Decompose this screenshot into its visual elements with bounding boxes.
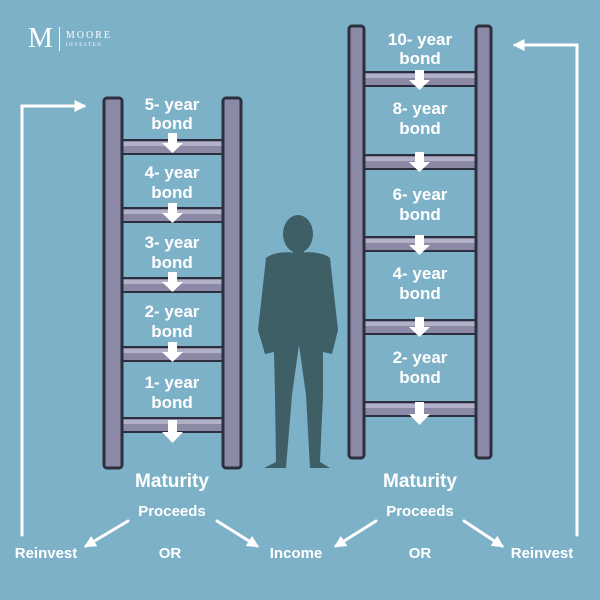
left-reinvest-loop-arrow	[20, 100, 87, 537]
right-ladder: 10- year bond 8- year bond 6- year bond …	[347, 24, 493, 460]
person-silhouette	[258, 215, 338, 468]
arrow-to-right-reinvest	[462, 519, 505, 548]
bond-label: 4- year	[145, 163, 200, 182]
logo-sub: INVESTED	[65, 42, 103, 48]
down-arrow-icon	[162, 203, 183, 223]
bond-label: 10- year	[388, 30, 453, 49]
down-arrow-icon	[409, 235, 430, 255]
bond-label: bond	[399, 368, 441, 387]
logo-text: MOORE INVESTED	[65, 29, 113, 48]
bond-label: 8- year	[393, 99, 448, 118]
left-income-label: Income	[270, 545, 323, 562]
bond-label: bond	[151, 393, 193, 412]
bond-label: bond	[399, 49, 441, 68]
bond-label: bond	[151, 183, 193, 202]
arrow-to-left-reinvest	[83, 519, 130, 548]
bond-label: 4- year	[393, 264, 448, 283]
ladder-rail-left	[347, 24, 366, 460]
bond-label: bond	[151, 253, 193, 272]
down-arrow-icon	[162, 133, 183, 153]
right-ladder-arrows	[409, 70, 430, 425]
right-reinvest-loop-arrow	[512, 39, 579, 537]
logo-divider	[58, 27, 60, 51]
left-or-label: OR	[159, 545, 182, 562]
ladder-rail-right	[221, 96, 243, 470]
bond-label: bond	[399, 284, 441, 303]
right-proceeds-label: Proceeds	[386, 503, 454, 520]
logo-mark: M	[28, 23, 53, 54]
ladder-rail-right	[474, 24, 493, 460]
down-arrow-icon	[409, 152, 430, 172]
down-arrow-icon	[409, 70, 430, 90]
left-reinvest-label: Reinvest	[15, 545, 78, 562]
down-arrow-icon	[162, 420, 183, 443]
down-arrow-icon	[409, 317, 430, 337]
logo-word: MOORE	[65, 29, 113, 41]
left-maturity-label: Maturity	[135, 471, 209, 492]
right-or-label: OR	[409, 545, 432, 562]
down-arrow-icon	[162, 272, 183, 292]
down-arrow-icon	[162, 342, 183, 362]
down-arrow-icon	[409, 402, 430, 425]
bond-label: bond	[399, 205, 441, 224]
bond-label: 1- year	[145, 373, 200, 392]
right-maturity-label: Maturity	[383, 471, 457, 492]
bond-label: 5- year	[145, 95, 200, 114]
left-ladder-arrows	[162, 133, 183, 443]
bond-label: bond	[399, 119, 441, 138]
bond-label: 2- year	[393, 348, 448, 367]
arrow-to-right-income	[333, 519, 378, 548]
ladder-rail-left	[102, 96, 124, 470]
bond-label: bond	[151, 322, 193, 341]
left-proceeds-label: Proceeds	[138, 503, 206, 520]
left-ladder: 5- year bond 4- year bond 3- year bond 2…	[102, 95, 243, 470]
right-reinvest-label: Reinvest	[511, 545, 574, 562]
logo: M MOORE INVESTED	[28, 23, 113, 54]
bond-label: 3- year	[145, 233, 200, 252]
bond-label: bond	[151, 114, 193, 133]
bond-label: 2- year	[145, 302, 200, 321]
arrow-to-left-income	[215, 519, 260, 548]
flow-arrows	[20, 39, 579, 548]
bond-label: 6- year	[393, 185, 448, 204]
